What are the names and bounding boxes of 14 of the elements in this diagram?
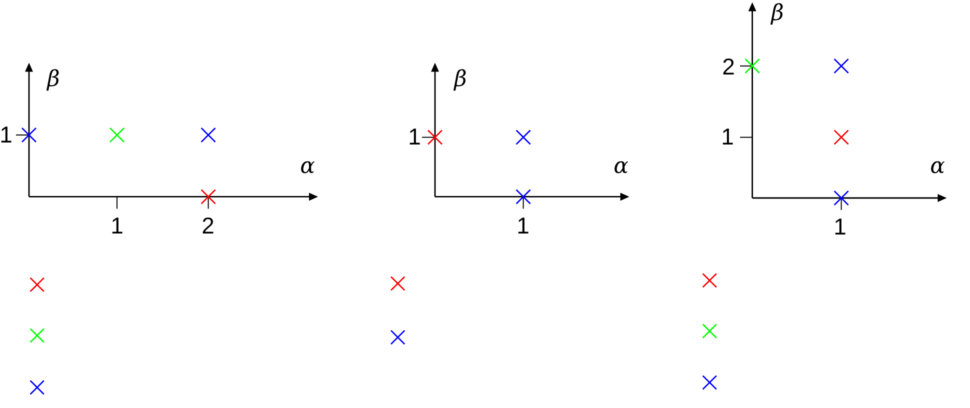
tick-label: 2 — [722, 55, 735, 78]
axis-title: α — [930, 156, 945, 178]
axis-title: β — [47, 69, 60, 91]
tick-label: 1 — [834, 215, 846, 238]
axis-title: α — [614, 156, 628, 178]
axis-title: β — [454, 69, 467, 91]
tick-label: 2 — [202, 214, 214, 237]
tick-label: 1 — [721, 125, 734, 148]
tick-label: 1 — [0, 123, 12, 146]
tick-label: 1 — [516, 214, 530, 237]
tick-label: 1 — [110, 214, 124, 237]
axis-title: α — [300, 156, 315, 178]
tick-label: 1 — [408, 125, 421, 148]
axis-title: β — [771, 3, 784, 25]
